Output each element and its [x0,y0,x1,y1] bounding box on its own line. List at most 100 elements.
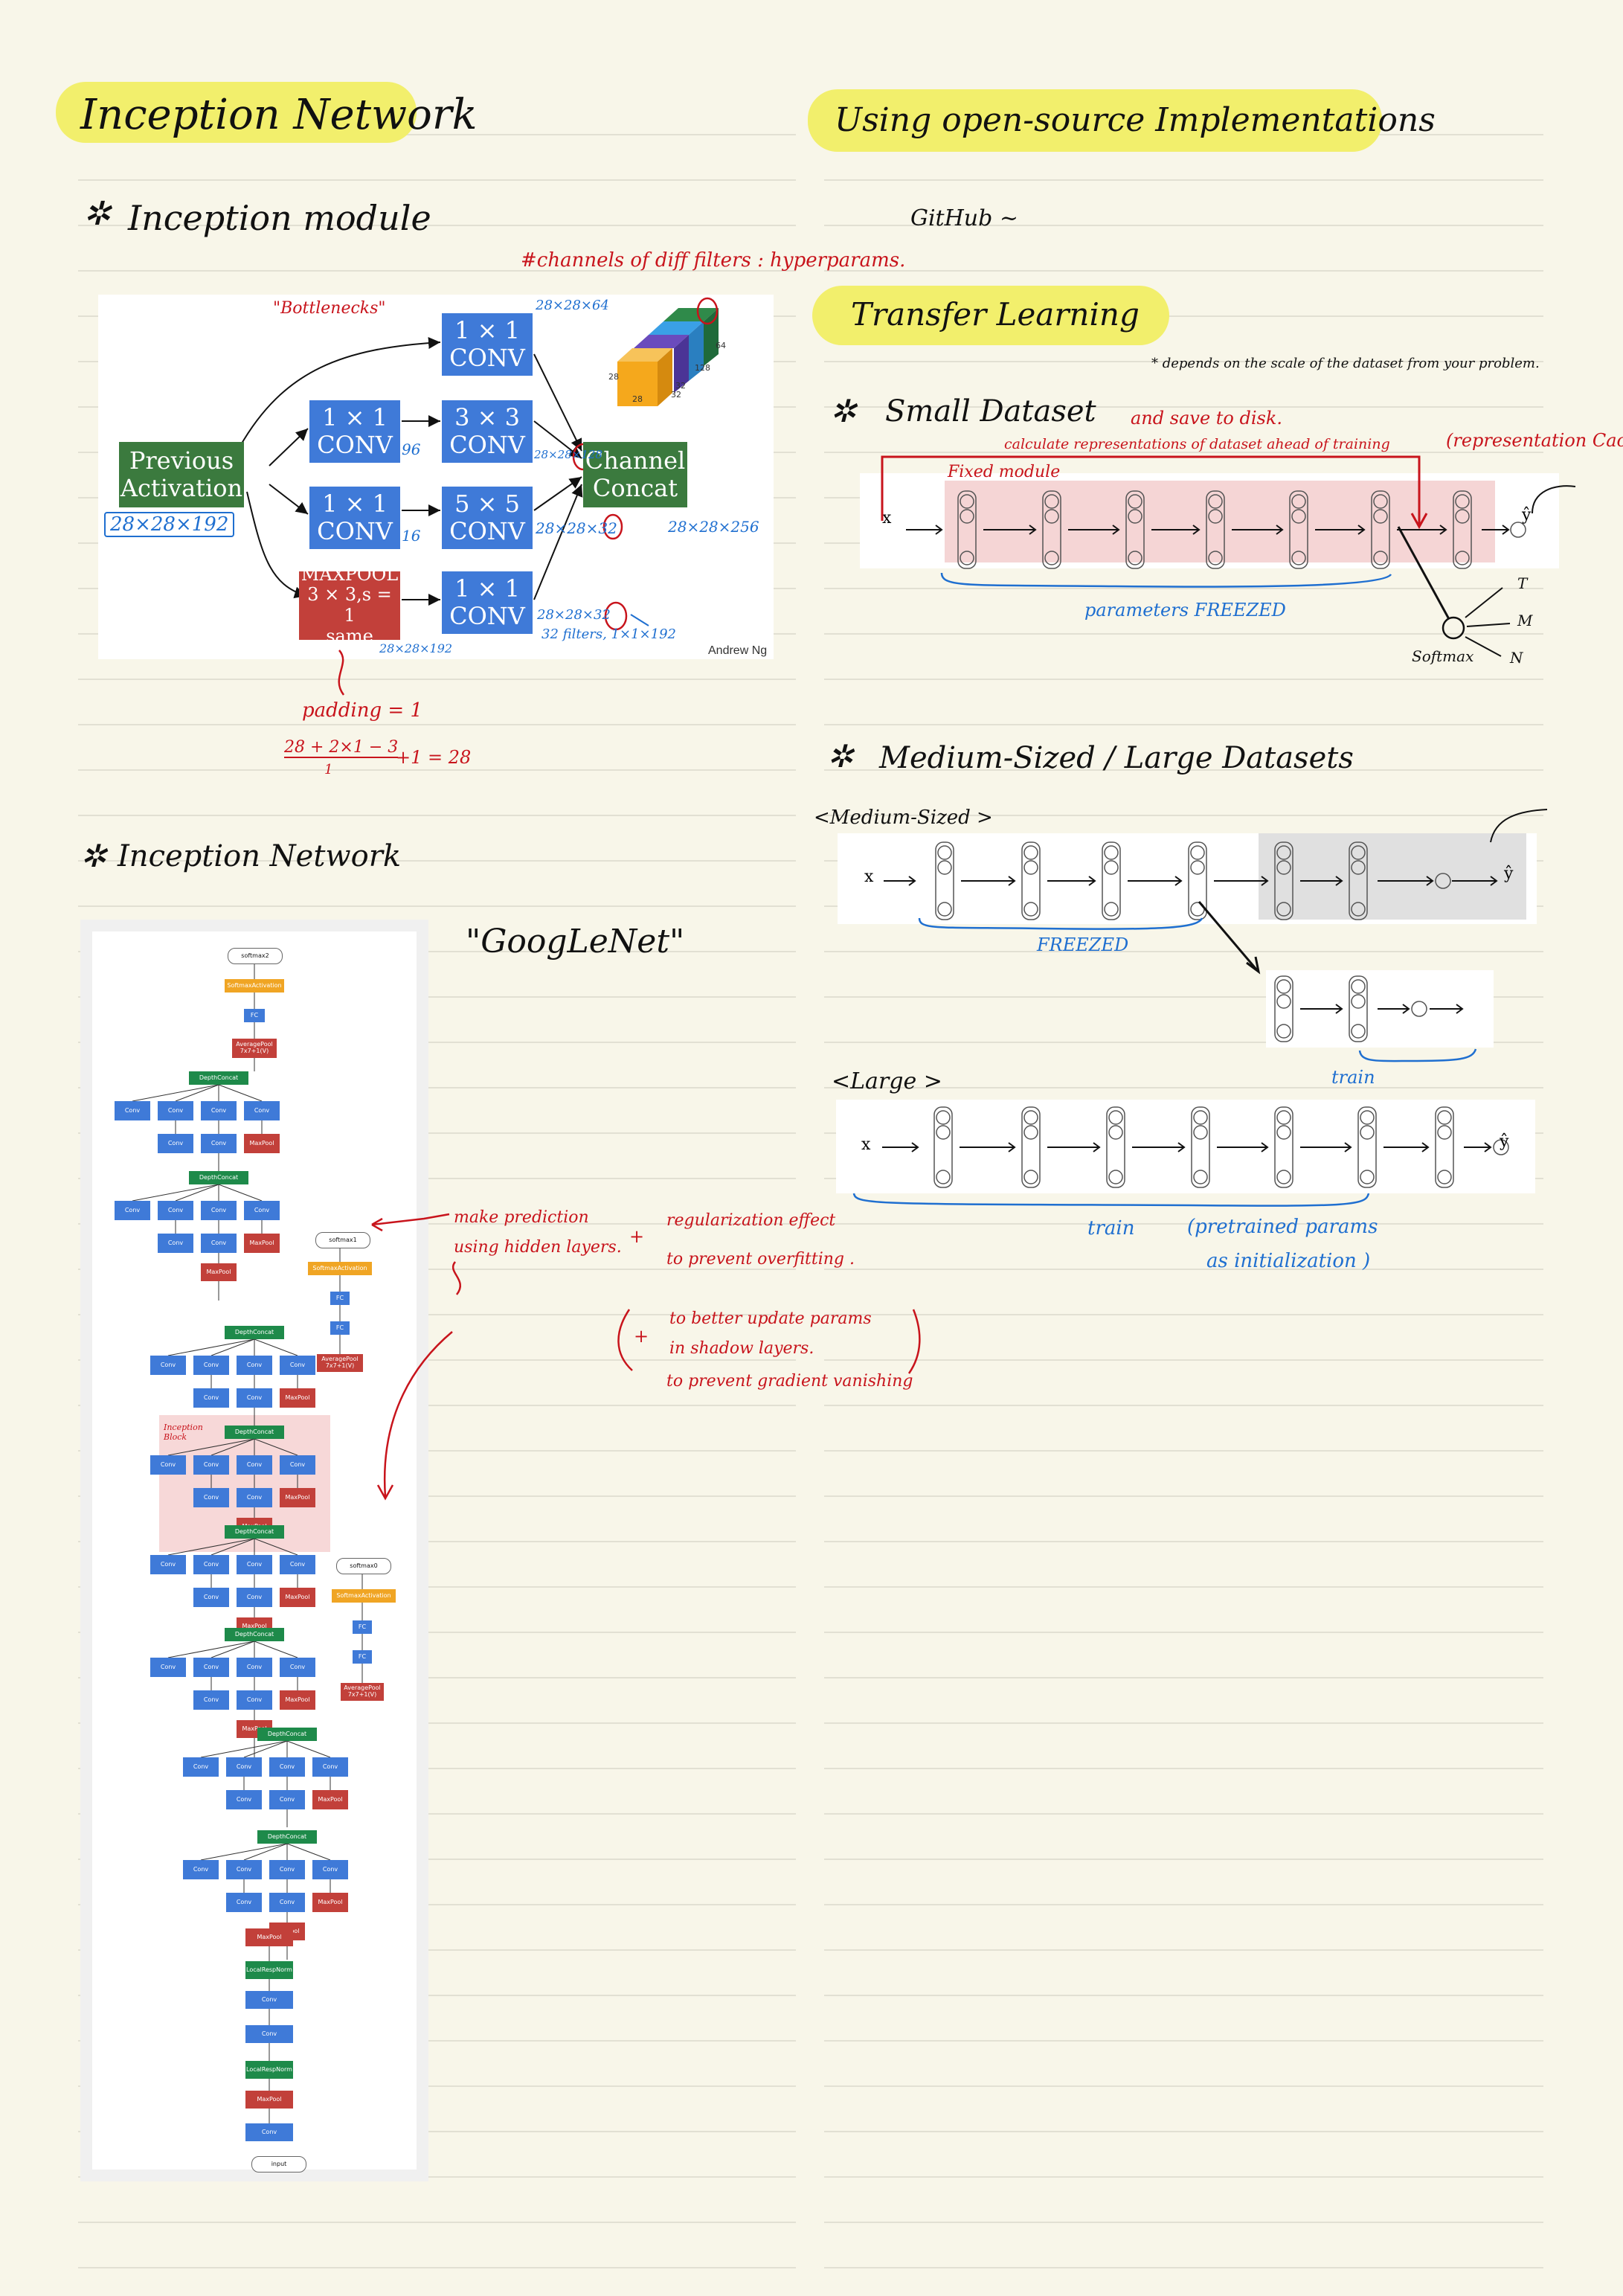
graph-edge [218,1084,263,1102]
calc-representations-note: calculate representations of dataset ahe… [1004,436,1390,452]
rule-line [78,1405,796,1406]
depth-concat-node: DepthConcat [257,1728,317,1741]
graph-edge [254,1538,298,1556]
section-heading-inception-module: Inception module [128,198,431,238]
conv-node: Conv [245,2123,293,2141]
annotation-28x28x32: 28×28×32 [536,519,617,537]
rule-line [824,1677,1543,1678]
conv-node: Conv [280,1356,315,1375]
note-better-update: to better update params [669,1309,872,1328]
star-icon-2: ✲ [80,838,107,874]
conv-node: Conv [158,1234,193,1253]
layer-column [1274,1106,1293,1188]
layer-column [1453,490,1472,569]
maxpool-node: MaxPool [280,1690,315,1710]
graph-edge [218,1184,263,1202]
conv-node: Conv [193,1658,229,1677]
average-pool-node: AveragePool 7x7+1(V) [232,1039,277,1058]
note-hidden-layers: using hidden layers. [454,1238,622,1257]
formula-denominator: 1 [324,762,333,777]
googlenet-label: "GoogLeNet" [466,923,685,961]
fc-node: FC [330,1292,350,1305]
softmax1-node: softmax1 [315,1232,370,1248]
conv-node: Conv [201,1134,237,1153]
note-gradient-vanishing: to prevent gradient vanishing [666,1372,913,1391]
softmax-activation-node: SoftmaxActivation [332,1589,396,1603]
rule-line [78,1450,796,1452]
conv-node: Conv [237,1388,272,1408]
maxpool-node: MaxPool [244,1234,280,1253]
local-resp-norm-node: LocalRespNorm [245,2061,293,2079]
graph-edge [243,1740,288,1758]
github-note: GitHub ~ [910,205,1018,231]
medium-net-yhat: ŷ [1504,865,1514,883]
parameters-freezed: parameters FREEZED [1084,600,1286,621]
graph-edge [167,1641,255,1658]
right-title-highlight [808,89,1382,152]
output-m: M [1517,612,1533,629]
annotation-arrows [371,1213,921,1501]
graph-edge [167,1338,255,1356]
head-net-layers [1274,975,1464,1042]
rule-line [78,860,796,862]
conv-node: Conv [193,1388,229,1408]
conv1x1-block-top: 1 × 1 CONV [442,313,533,376]
graph-edge [200,1843,288,1861]
depth-concat-node: DepthConcat [225,1628,284,1641]
prev-activation-block: Previous Activation [119,442,244,507]
graph-edge [286,1843,331,1861]
padding-arrow [338,650,345,696]
output-node [1510,522,1526,538]
graph-edge [132,1084,219,1102]
maxpool-param: 3 × 3,s = 1 [307,584,392,626]
rule-line [78,1495,796,1497]
layer-column [1125,490,1145,569]
layer-column [1102,841,1121,920]
layer-column [1206,490,1225,569]
graph-edge [175,1084,219,1102]
conv-node: Conv [269,1860,305,1879]
maxpool-node: MaxPool [280,1388,315,1408]
rule-line [824,1359,1543,1361]
rule-line [824,1995,1543,1996]
star-icon: ✲ [83,195,111,233]
rule-line [78,2222,796,2223]
right-title: Using open-source Implementations [835,101,1436,139]
annotation-28x28x192-b: 28×28×192 [379,641,453,655]
large-train: train [1087,1217,1135,1240]
formula-numerator: 28 + 2×1 − 3 [284,738,399,758]
rule-line [824,2267,1543,2268]
transfer-highlight [812,286,1169,345]
small-dataset-heading: Small Dataset [885,394,1096,429]
note-prevent-overfitting: to prevent overfitting . [666,1250,855,1269]
graph-edge [200,1740,288,1758]
conv-node: Conv [269,1790,305,1809]
maxpool-node: MaxPool [312,1790,348,1809]
depends-note: * depends on the scale of the dataset fr… [1151,356,1540,371]
output-node [1411,1001,1427,1017]
padding-note: padding = 1 [302,699,422,722]
softmax-activation-node: SoftmaxActivation [225,979,284,993]
rule-line [824,406,1543,408]
medium-net-layers [884,841,1498,920]
large-net-x: x [861,1135,871,1154]
rule-line [824,2222,1543,2223]
depth-concat-node: DepthConcat [225,1426,284,1439]
conv-node: Conv [150,1455,186,1475]
rule-line [824,588,1543,589]
conv-node: Conv [244,1101,280,1120]
layer-column [1435,1106,1454,1188]
fc-node: FC [244,1009,265,1022]
medium-freezed: FREEZED [1037,934,1129,955]
large-label: <Large > [832,1068,942,1094]
annotation-28x28x128: 28×28×128 [534,448,602,461]
rule-line [824,2131,1543,2132]
rule-line [824,2040,1543,2042]
graph-edge [175,1184,219,1202]
rule-line [824,452,1543,453]
medium-sized-label: <Medium-Sized > [814,807,993,829]
large-net-layers [882,1106,1509,1188]
conv-node: Conv [280,1555,315,1574]
